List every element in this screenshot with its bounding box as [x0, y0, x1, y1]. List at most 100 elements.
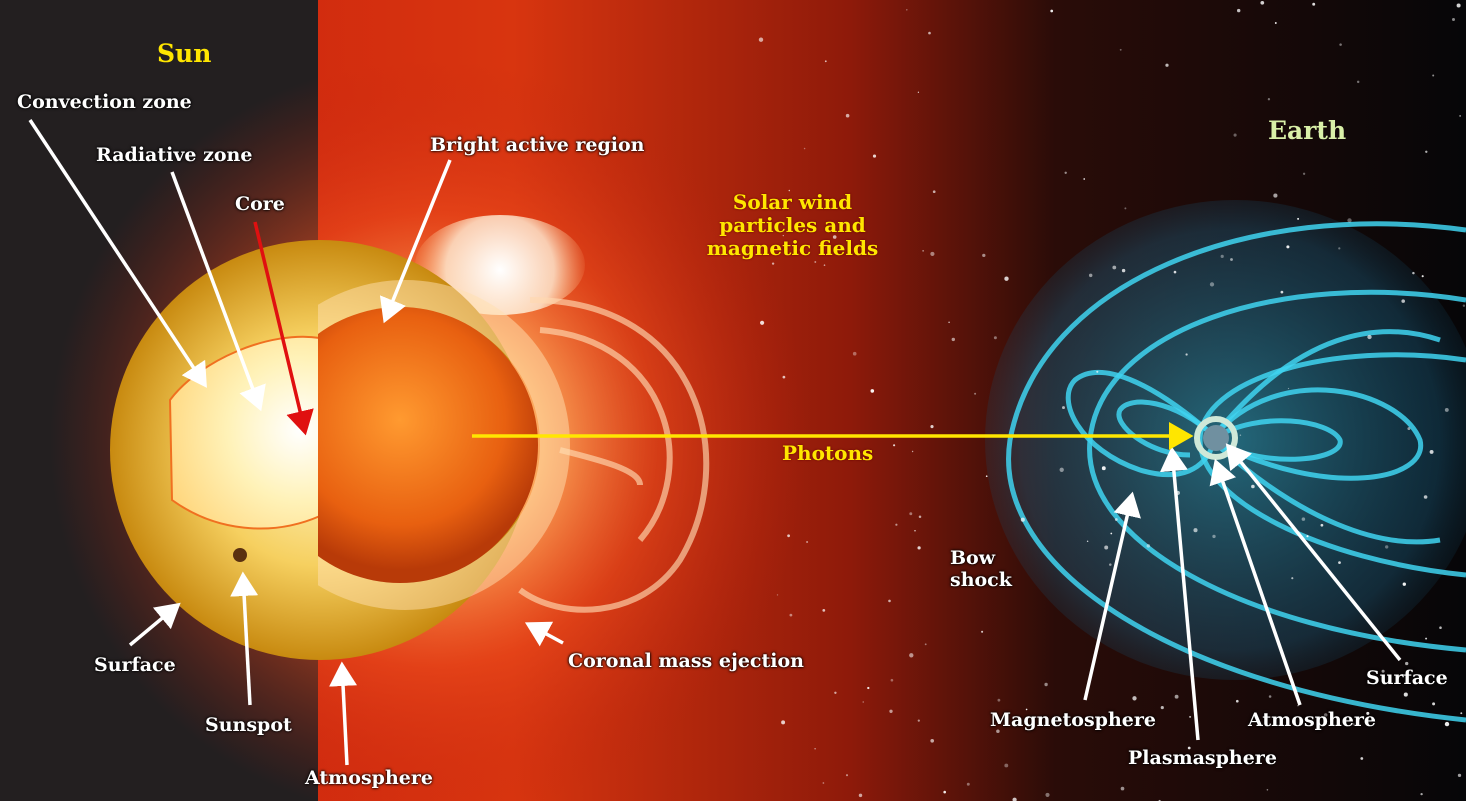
arrow-convection-zone — [28, 119, 207, 388]
star — [1045, 792, 1050, 797]
arrow-sun-atmosphere — [329, 661, 358, 766]
star — [1193, 528, 1198, 533]
star — [1220, 254, 1224, 258]
star — [1266, 789, 1269, 791]
star — [914, 530, 916, 532]
arrow-core — [253, 221, 314, 436]
star — [1268, 695, 1272, 698]
star — [1044, 682, 1048, 687]
star — [1173, 270, 1177, 274]
coronal-mass-ejection-loops — [518, 297, 710, 613]
earth-globe — [1203, 425, 1229, 451]
star — [781, 720, 786, 725]
star — [1233, 133, 1237, 137]
star — [832, 235, 837, 239]
star — [895, 523, 898, 526]
star — [1267, 98, 1271, 101]
arrow-coronal-mass-ejection — [524, 621, 564, 647]
star — [906, 9, 908, 11]
star — [996, 729, 1000, 734]
label-magnetosphere: Magnetosphere — [990, 709, 1156, 731]
star — [893, 444, 896, 447]
star — [1287, 387, 1290, 390]
star — [1367, 334, 1372, 340]
label-core: Core — [235, 193, 285, 215]
star — [1050, 9, 1054, 13]
sun-title: Sun — [157, 39, 212, 68]
bow-shock-line-2: shock — [950, 568, 1012, 591]
star — [1119, 48, 1122, 51]
star — [1297, 704, 1299, 707]
star — [1402, 582, 1406, 586]
star — [1297, 217, 1300, 220]
star — [974, 392, 977, 395]
star — [1020, 517, 1025, 522]
star — [789, 613, 793, 617]
star — [1088, 273, 1093, 278]
arrow-earth-surface — [1225, 443, 1402, 662]
star — [1347, 218, 1352, 223]
star — [1273, 193, 1278, 198]
photosphere-disk — [318, 307, 538, 583]
star — [917, 719, 920, 722]
star — [888, 599, 891, 603]
star — [1096, 370, 1099, 373]
star — [1064, 171, 1067, 174]
star — [1286, 245, 1290, 249]
star — [1083, 178, 1086, 180]
star — [911, 450, 914, 453]
star — [1338, 561, 1341, 564]
star — [1444, 721, 1450, 727]
star — [1121, 268, 1126, 273]
label-sunspot: Sunspot — [205, 714, 292, 736]
arrow-magnetosphere — [1083, 491, 1141, 701]
star — [909, 512, 913, 516]
star — [806, 540, 809, 544]
star — [1235, 699, 1239, 703]
star — [788, 189, 791, 192]
star — [1209, 282, 1215, 287]
star — [1174, 694, 1179, 699]
star — [1189, 715, 1192, 718]
star — [890, 678, 894, 682]
star — [862, 701, 864, 703]
earth-title: Earth — [1268, 116, 1347, 145]
star — [870, 389, 875, 393]
star — [1104, 545, 1109, 550]
star — [845, 774, 849, 777]
star — [1302, 172, 1306, 175]
label-arrows — [28, 119, 1402, 766]
star — [1366, 711, 1370, 715]
sunspot-mark — [233, 548, 247, 562]
star — [918, 515, 922, 519]
star — [1025, 708, 1028, 711]
star — [1456, 3, 1461, 8]
label-coronal-mass-ejection: Coronal mass ejection — [568, 650, 804, 672]
star — [1407, 427, 1411, 431]
star — [1421, 275, 1424, 278]
arrow-earth-atmosphere — [1209, 458, 1302, 706]
star — [872, 154, 877, 158]
label-sun-atmosphere: Atmosphere — [305, 767, 433, 789]
star — [951, 337, 956, 342]
star — [1320, 523, 1324, 527]
label-radiative-zone: Radiative zone — [96, 144, 253, 166]
star — [1239, 434, 1242, 436]
star — [1291, 577, 1294, 580]
solar-wind-line-1: Solar wind — [732, 190, 853, 214]
star — [1318, 130, 1321, 133]
star — [1439, 626, 1442, 629]
star — [1274, 22, 1277, 24]
star — [1012, 797, 1017, 801]
star — [824, 60, 827, 63]
star — [981, 630, 984, 633]
star — [758, 37, 764, 42]
star — [1432, 74, 1435, 77]
star — [1405, 661, 1409, 666]
star — [909, 653, 914, 658]
arrow-radiative-zone — [170, 171, 266, 412]
star — [1306, 535, 1309, 538]
star — [1385, 545, 1389, 549]
